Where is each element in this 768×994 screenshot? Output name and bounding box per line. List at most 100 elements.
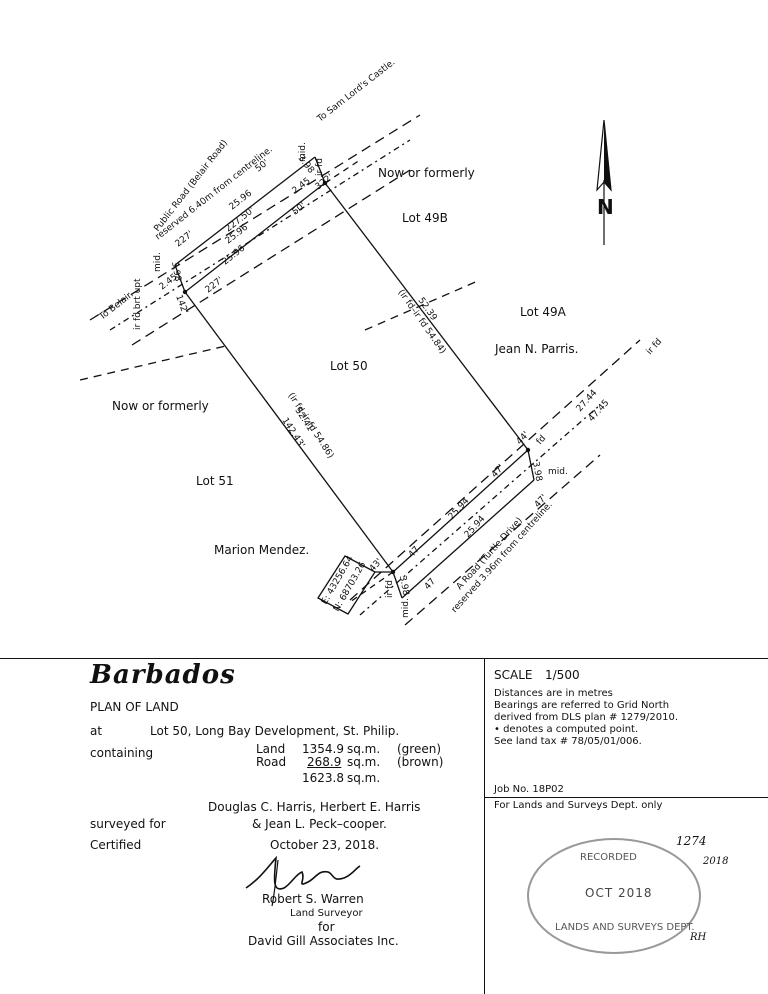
stamp-recorded: RECORDED [580, 852, 637, 863]
road-strip-top [174, 156, 316, 266]
dim-mid-right: mid. [548, 467, 568, 477]
road-bottom-strip-left [392, 571, 403, 599]
area-land-unit: sq.m. [347, 742, 381, 756]
dim-irfd-right: ir fd [645, 337, 664, 357]
north-arrow-icon: N [596, 119, 614, 245]
north-label: N [597, 195, 614, 219]
containing-label: containing [90, 746, 154, 760]
road-strip-left [174, 264, 186, 293]
area-land-label: Land [256, 742, 286, 756]
dim-142: 142' [173, 294, 189, 316]
a-road-reserve: reserved 3.96m from centreline. [450, 500, 555, 615]
surveyor-signature [245, 855, 361, 907]
dim-398d: 3.98 [397, 575, 410, 597]
area-land-value: 1354.9 [302, 742, 344, 756]
road-bottom-strip-edge [401, 479, 535, 599]
dim-irfd-bot: ir fd [385, 580, 395, 598]
now-or-formerly-west: Now or formerly [112, 399, 209, 413]
surveyed-for-label: surveyed for [90, 817, 166, 831]
area-total-value: 1623.8 [302, 771, 344, 785]
job-number-rule [484, 797, 768, 798]
scale-value: 1/500 [545, 668, 580, 682]
lot-left-side [184, 291, 394, 573]
owners-line-2: & Jean L. Peck–cooper. [252, 817, 387, 831]
note-line-4: • denotes a computed point. [494, 724, 639, 735]
dim-227a: 227' [174, 229, 196, 249]
lands-dept-note: For Lands and Surveys Dept. only [494, 800, 663, 811]
dim-irfd-top: ir fd [315, 158, 325, 176]
stamp-dept: LANDS AND SURVEYS DEPT. [555, 922, 695, 933]
road-top-outer-boundary [89, 114, 421, 321]
owners-line-1: Douglas C. Harris, Herbert E. Harris [208, 800, 421, 814]
area-road-label: Road [256, 755, 287, 769]
corner-marker-bottom-right [525, 447, 531, 453]
dim-mid-left: mid. [153, 252, 163, 272]
jean-parris-label: Jean N. Parris. [494, 342, 578, 356]
dim-398b: 3.98 [169, 261, 182, 283]
dim-44: 44' [515, 430, 532, 447]
area-road-value: 268.9 [307, 755, 342, 769]
handwritten-year: 2018 [703, 856, 729, 867]
dim-245a: 2.45 [291, 176, 313, 196]
lot-right-side [324, 182, 529, 451]
corner-marker-bottom-left [390, 569, 396, 575]
road-strip-right [314, 156, 326, 184]
surveyor-for: for [318, 920, 335, 934]
marion-mendez-label: Marion Mendez. [214, 543, 309, 557]
surveyor-title: Land Surveyor [290, 908, 363, 919]
area-road-unit: sq.m. [347, 755, 381, 769]
title-block-top-rule [0, 658, 768, 659]
dim-2594a: 25.94 [447, 496, 472, 522]
lot-top-frontage [184, 182, 326, 293]
to-sam-lords-label: To Sam Lord's Castle. [315, 58, 397, 125]
road-bottom-outer-boundary [404, 454, 601, 626]
survey-plan-drawing: N Now or formerly Lot 49B Lot 49A Jean N… [79, 58, 664, 626]
note-line-5: See land tax # 78/05/01/006. [494, 736, 642, 747]
corner-marker-top-left [182, 289, 188, 295]
title-block-divider [484, 658, 485, 994]
boundary-50-51-west [79, 344, 231, 381]
lot-49b-label: Lot 49B [402, 211, 448, 225]
doc-type: PLAN OF LAND [90, 700, 179, 714]
note-line-3: derived from DLS plan # 1279/2010. [494, 712, 679, 723]
a-road-label: A Road (Turtle Drive) [455, 516, 525, 592]
country-title: Barbados [90, 660, 236, 690]
lot-49a-label: Lot 49A [520, 305, 567, 319]
job-number: Job No. 18P02 [494, 784, 564, 795]
dim-47a: 47' [490, 463, 507, 480]
at-label: at [90, 724, 103, 738]
road-top-centreline [109, 139, 411, 331]
road-bottom-inner-boundary [349, 339, 641, 601]
location: Lot 50, Long Bay Development, St. Philip… [150, 724, 400, 738]
dim-47d: 47 [423, 577, 438, 592]
road-top-inner-boundary [131, 169, 411, 346]
surveyor-name: Robert S. Warren [262, 892, 364, 906]
dim-50b: 50' [291, 201, 308, 217]
stamp-date: OCT 2018 [585, 886, 653, 900]
note-line-2: Bearings are referred to Grid North [494, 700, 670, 711]
area-total-unit: sq.m. [347, 771, 381, 785]
area-road-note: (brown) [397, 755, 444, 769]
dim-irfd-brt: ir fd brt upt [133, 278, 143, 330]
now-or-formerly-north: Now or formerly [378, 166, 475, 180]
corner-marker-top-right [322, 180, 328, 186]
dim-fd: fd [535, 434, 548, 447]
extension-line-2 [349, 571, 394, 603]
surveyor-firm: David Gill Associates Inc. [248, 934, 399, 948]
survey-date: October 23, 2018. [270, 838, 380, 852]
handwritten-initials: RH [690, 932, 707, 943]
dim-2596c: 25.96 [221, 243, 248, 267]
area-land-note: (green) [397, 742, 442, 756]
extension-line-1 [324, 159, 361, 184]
lot-bottom-frontage [392, 449, 529, 573]
dim-2594b: 25.94 [463, 514, 488, 540]
to-belair-label: To Belair. [97, 290, 136, 323]
certified-label: Certified [90, 838, 142, 852]
dim-mid-top: mid. [298, 142, 308, 162]
note-line-1: Distances are in metres [494, 688, 613, 699]
lot-50-label: Lot 50 [330, 359, 368, 373]
dim-mid-bot: mid. [401, 598, 411, 618]
boundary-49b-49a [364, 279, 481, 331]
recorded-stamp [527, 838, 701, 954]
road-bottom-centreline [359, 404, 601, 616]
